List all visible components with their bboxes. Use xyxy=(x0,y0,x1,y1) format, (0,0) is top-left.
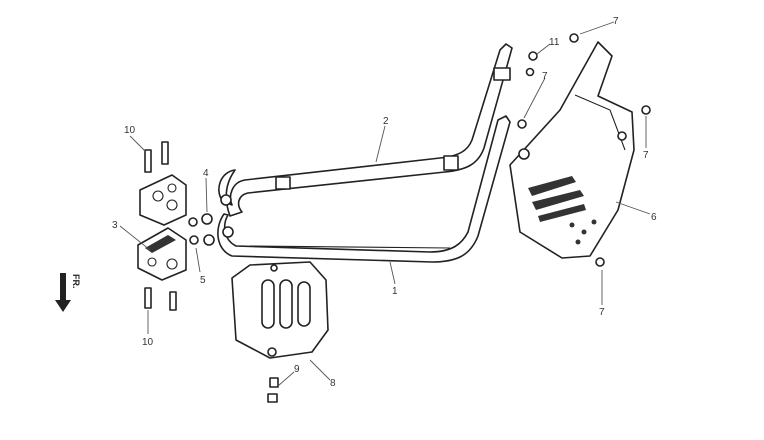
front-direction-label: FR. xyxy=(71,274,81,289)
callout-9: 9 xyxy=(294,364,300,375)
skid-plate-guard xyxy=(509,41,635,259)
callout-numbers: 1 2 3 4 5 6 7 7 7 7 8 9 10 10 11 xyxy=(112,16,657,389)
callout-7-mid: 7 xyxy=(542,71,548,82)
engine-guard-plate xyxy=(231,261,329,359)
callout-6: 6 xyxy=(651,212,657,223)
callout-7-right: 7 xyxy=(643,150,649,161)
callout-1: 1 xyxy=(392,286,398,297)
guard-fasteners xyxy=(267,377,279,403)
front-direction-arrow: FR. xyxy=(55,273,81,312)
callout-7-bottom: 7 xyxy=(599,307,605,318)
callout-2: 2 xyxy=(383,116,389,127)
mounting-bracket-plates xyxy=(137,174,187,281)
callout-3: 3 xyxy=(112,220,118,231)
clip-fasteners xyxy=(517,33,651,267)
bolts-lower xyxy=(144,287,177,311)
callout-11: 11 xyxy=(549,37,560,48)
callout-7-top: 7 xyxy=(613,16,619,27)
bolts-upper xyxy=(144,141,169,173)
nuts-and-washers xyxy=(188,213,215,246)
callout-10-top: 10 xyxy=(124,125,136,136)
callout-4: 4 xyxy=(203,168,209,179)
frame-tube-assembly xyxy=(217,43,513,263)
leader-lines xyxy=(119,21,651,387)
callout-5: 5 xyxy=(200,275,206,286)
callout-8: 8 xyxy=(330,378,336,389)
callout-10-bottom: 10 xyxy=(142,337,154,348)
